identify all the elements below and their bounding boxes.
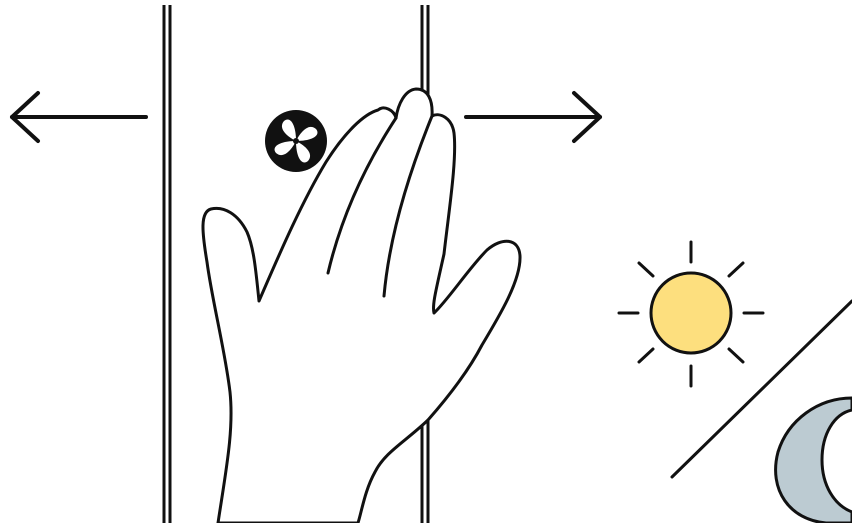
right-arrow-icon [464, 91, 602, 143]
glass-panel-left [162, 5, 172, 523]
sun-icon [617, 240, 765, 388]
hand-icon [201, 87, 522, 523]
moon-icon [774, 396, 852, 523]
fan-icon [265, 110, 327, 172]
left-arrow-icon [10, 91, 148, 143]
day-night-divider [670, 299, 852, 479]
